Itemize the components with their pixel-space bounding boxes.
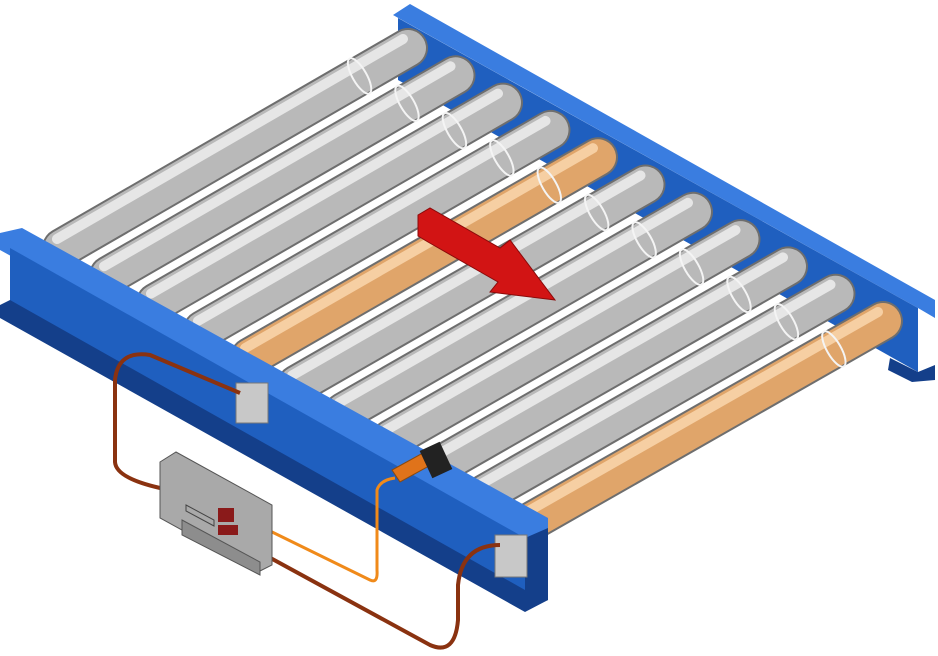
mounting-bracket [235, 382, 269, 424]
roller-body [475, 279, 836, 490]
roller-body [99, 61, 456, 272]
drive-band [773, 303, 800, 341]
direction-arrow [417, 207, 557, 301]
roller-body [326, 193, 711, 430]
idler-roller [89, 55, 476, 296]
sensor-cable [267, 476, 396, 583]
power-cable [113, 352, 241, 490]
roller-body [232, 139, 616, 376]
drive-band [441, 111, 468, 150]
roller-set [42, 28, 903, 541]
roller-body [428, 252, 788, 463]
roller-body [514, 303, 901, 539]
idler-roller [371, 219, 761, 460]
roller-body [287, 170, 646, 381]
roller-body [193, 115, 551, 326]
roller-body [381, 225, 741, 436]
roller-body [467, 275, 854, 512]
drive-band [678, 248, 705, 286]
drive-band [346, 57, 373, 95]
power-cable [264, 543, 501, 650]
roller-body [185, 111, 569, 348]
idler-roller [324, 191, 713, 432]
roller-body [420, 248, 806, 485]
drive-band [489, 139, 515, 177]
drive-band [394, 84, 420, 122]
roller-body [334, 197, 693, 408]
drive-band [726, 275, 752, 314]
roller-body [138, 84, 521, 321]
driven-roller [230, 137, 618, 378]
roller-body [373, 221, 759, 458]
label-slot [185, 504, 215, 527]
drive-band [631, 221, 657, 259]
driven-roller [512, 301, 903, 541]
idler-roller [465, 273, 856, 514]
roller-body [279, 166, 664, 403]
roller-body [522, 307, 883, 517]
photo-eye-sensor [391, 441, 453, 483]
drive-band [821, 330, 847, 368]
drive-band [584, 193, 610, 232]
roller-body [52, 34, 408, 244]
roller-body [91, 57, 474, 294]
idler-roller [418, 246, 808, 487]
roller-body [240, 143, 598, 354]
status-indicator [218, 508, 234, 522]
controller-box [159, 451, 273, 576]
idler-roller [136, 82, 523, 323]
idler-roller [277, 164, 666, 405]
status-indicator [218, 525, 238, 535]
idler-roller [42, 28, 428, 268]
idler-roller [183, 109, 571, 350]
drive-band [536, 166, 562, 204]
mounting-bracket [494, 534, 528, 578]
roller-body [44, 30, 426, 266]
roller-body [146, 88, 503, 299]
